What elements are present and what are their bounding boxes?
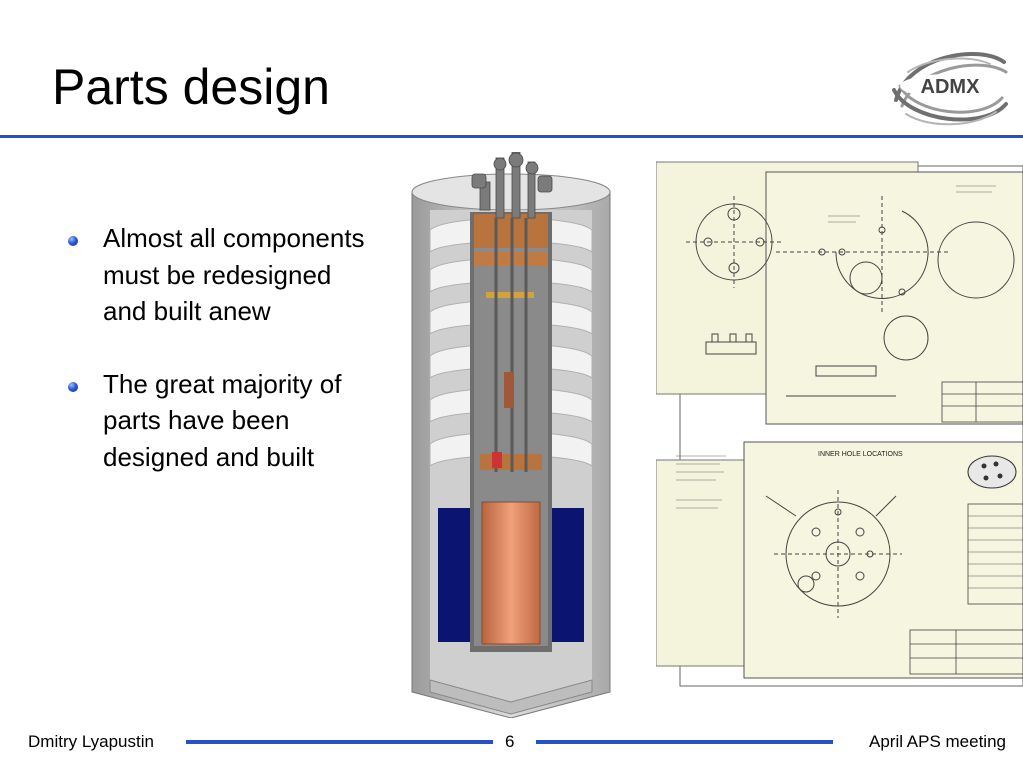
bullet-list: Almost all components must be redesigned… (66, 220, 376, 511)
page-number: 6 (505, 732, 515, 751)
slide-title: Parts design (52, 59, 330, 115)
footer-line-right (536, 740, 833, 744)
bullet-item: Almost all components must be redesigned… (66, 220, 376, 330)
title-divider (0, 135, 1023, 138)
footer-line-left (186, 740, 493, 744)
slide-footer: Dmitry Lyapustin 6 April APS meeting (0, 728, 1023, 756)
engineering-drawings-image: INNER HOLE LOCATIONS (656, 161, 1023, 687)
inner-hole-label: INNER HOLE LOCATIONS (818, 451, 903, 458)
footer-event: April APS meeting (868, 732, 1006, 751)
bullet-icon (68, 381, 78, 392)
bullet-text: The great majority of parts have been de… (103, 368, 342, 472)
admx-logo: ADMX (892, 51, 1008, 126)
footer-author: Dmitry Lyapustin (28, 732, 154, 751)
bullet-text: Almost all components must be redesigned… (103, 223, 365, 326)
cryostat-cutaway-image (411, 152, 611, 718)
bullet-item: The great majority of parts have been de… (66, 366, 376, 476)
logo-text: ADMX (921, 76, 981, 98)
bullet-icon (68, 236, 78, 246)
